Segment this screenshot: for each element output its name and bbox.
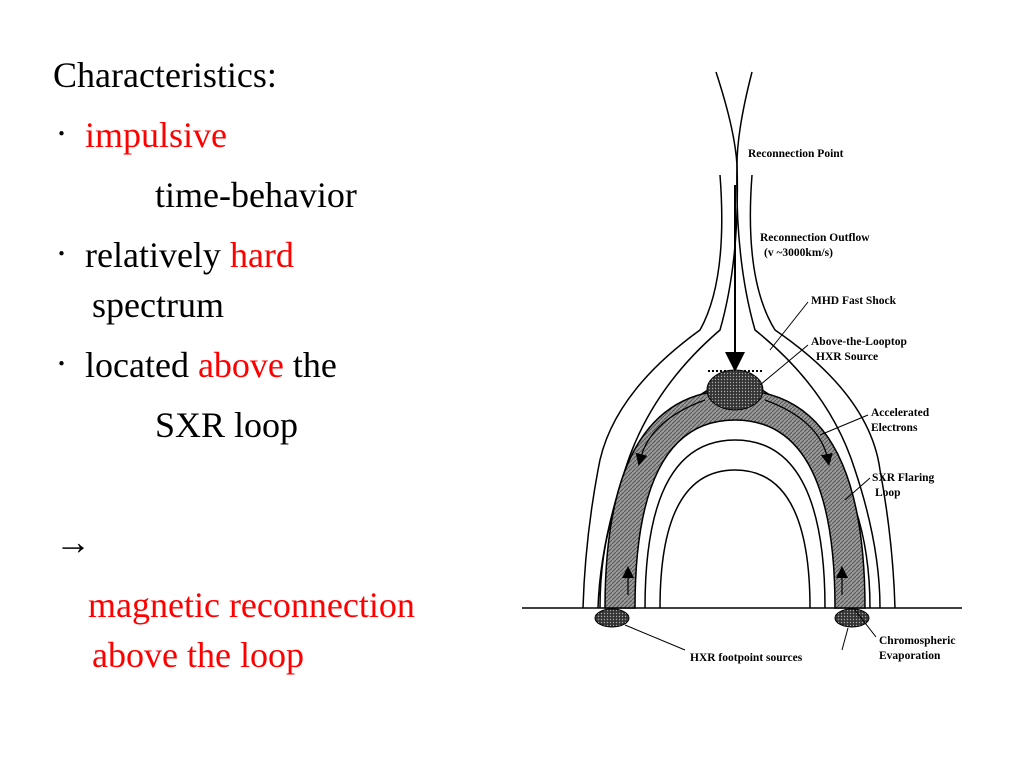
bullet-3-highlight: above (197, 345, 284, 385)
arrow-symbol: → (55, 522, 91, 562)
bullet-1-continuation: time-behavior (155, 175, 357, 215)
sxr-flaring-loop (604, 389, 866, 609)
bullet-3-text-after: the (283, 345, 337, 385)
reconnection-diagram: Reconnection Point Reconnection Outflow … (522, 71, 962, 664)
leader-looptop (759, 344, 809, 386)
footpoint-source-right (834, 608, 870, 628)
footpoint-source-left (594, 608, 630, 628)
leader-sxr-loop (844, 477, 871, 501)
electron-arrow-right (764, 399, 833, 466)
bullet-3-continuation: SXR loop (155, 405, 299, 445)
label-footpoints: HXR footpoint sources (690, 652, 803, 664)
conclusion-line-2: above the loop (92, 635, 304, 675)
label-looptop-1: Above-the-Looptop (811, 336, 907, 348)
leader-footpoint-right (841, 627, 849, 651)
leader-footpoint-left (624, 624, 686, 651)
bullet-1-highlight: impulsive (85, 115, 227, 155)
field-line-outer-right (736, 71, 881, 609)
label-chromo-2: Evaporation (879, 650, 941, 662)
bullet-1: ･ impulsive (55, 115, 227, 155)
field-line-2-left (582, 174, 723, 609)
bullet-2-continuation: spectrum (92, 285, 224, 325)
bullet-icon: ･ (55, 350, 69, 379)
label-electrons-2: Electrons (871, 422, 918, 434)
bullet-icon: ･ (55, 240, 69, 269)
looptop-hxr-source (706, 369, 764, 411)
bullet-icon: ･ (55, 120, 69, 149)
label-looptop-2: HXR Source (816, 351, 878, 363)
bullet-3: ･ located above the (55, 345, 337, 385)
leader-fast-shock (769, 301, 809, 351)
leader-electrons (819, 414, 869, 436)
leader-chromospheric (854, 609, 877, 638)
bullet-2: ･ relatively hard (55, 235, 294, 275)
label-reconnection-point: Reconnection Point (748, 148, 844, 160)
label-electrons-1: Accelerated (871, 407, 930, 419)
bullet-2-text: relatively (85, 235, 230, 275)
inner-loop-1 (644, 439, 826, 609)
conclusion-line-1: magnetic reconnection (88, 585, 415, 625)
label-fast-shock: MHD Fast Shock (811, 295, 897, 307)
bullet-3-text: located (85, 345, 198, 385)
label-sxr-1: SXR Flaring (872, 472, 935, 484)
slide-text: Characteristics: ･ impulsive time-behavio… (53, 55, 415, 675)
heading: Characteristics: (53, 55, 277, 95)
label-sxr-2: Loop (875, 487, 901, 499)
label-outflow-2: (v ~3000km/s) (764, 247, 833, 259)
electron-arrow-left (635, 399, 706, 466)
label-outflow-1: Reconnection Outflow (760, 232, 870, 244)
label-chromo-1: Chromospheric (879, 635, 955, 647)
bullet-2-highlight: hard (229, 235, 294, 275)
field-line-2-right (749, 174, 896, 609)
inner-loop-2 (659, 469, 811, 609)
